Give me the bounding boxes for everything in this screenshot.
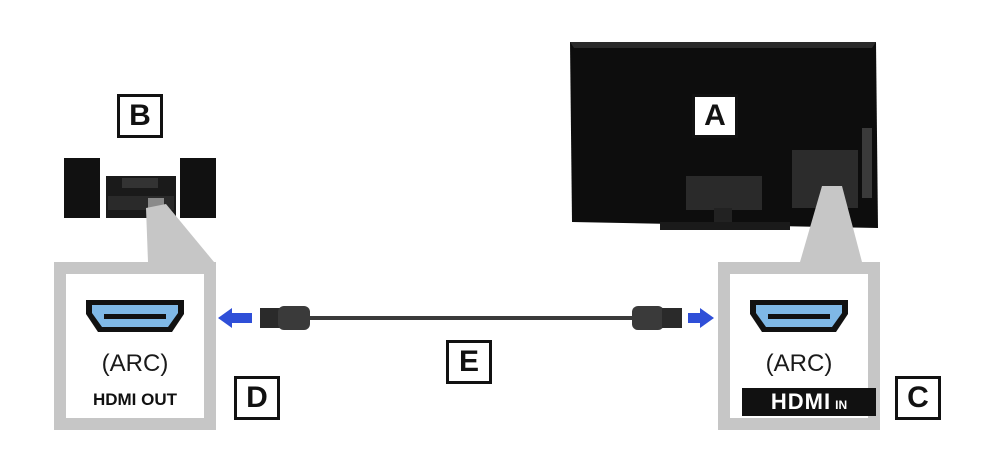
arrow-left-icon <box>218 308 252 328</box>
label-c-tv-port: C <box>895 376 941 420</box>
hdmi-logo-text: HDMI <box>770 389 832 414</box>
hdmi-cable-icon <box>260 306 682 330</box>
audio-port-panel: (ARC) HDMI OUT <box>54 262 216 430</box>
callout-connector-right <box>800 186 862 262</box>
label-a-tv: A <box>692 94 738 138</box>
hdmi-port-icon <box>86 300 184 332</box>
hdmi-port-icon <box>750 300 848 332</box>
hdmi-in-logo: HDMI IN <box>742 388 876 416</box>
arrow-right-icon <box>688 308 714 328</box>
hdmi-in-suffix: IN <box>835 398 848 412</box>
audio-system-icon <box>64 158 216 218</box>
callout-connector-left <box>146 204 214 262</box>
label-d-audio-port: D <box>234 376 280 420</box>
arc-label-left: (ARC) <box>101 350 169 377</box>
label-b-audio-system: B <box>117 94 163 138</box>
label-e-cable: E <box>446 340 492 384</box>
hdmi-out-label: HDMI OUT <box>92 390 178 409</box>
tv-port-panel: (ARC) HDMI IN <box>718 262 880 430</box>
arc-label-right: (ARC) <box>765 350 833 377</box>
